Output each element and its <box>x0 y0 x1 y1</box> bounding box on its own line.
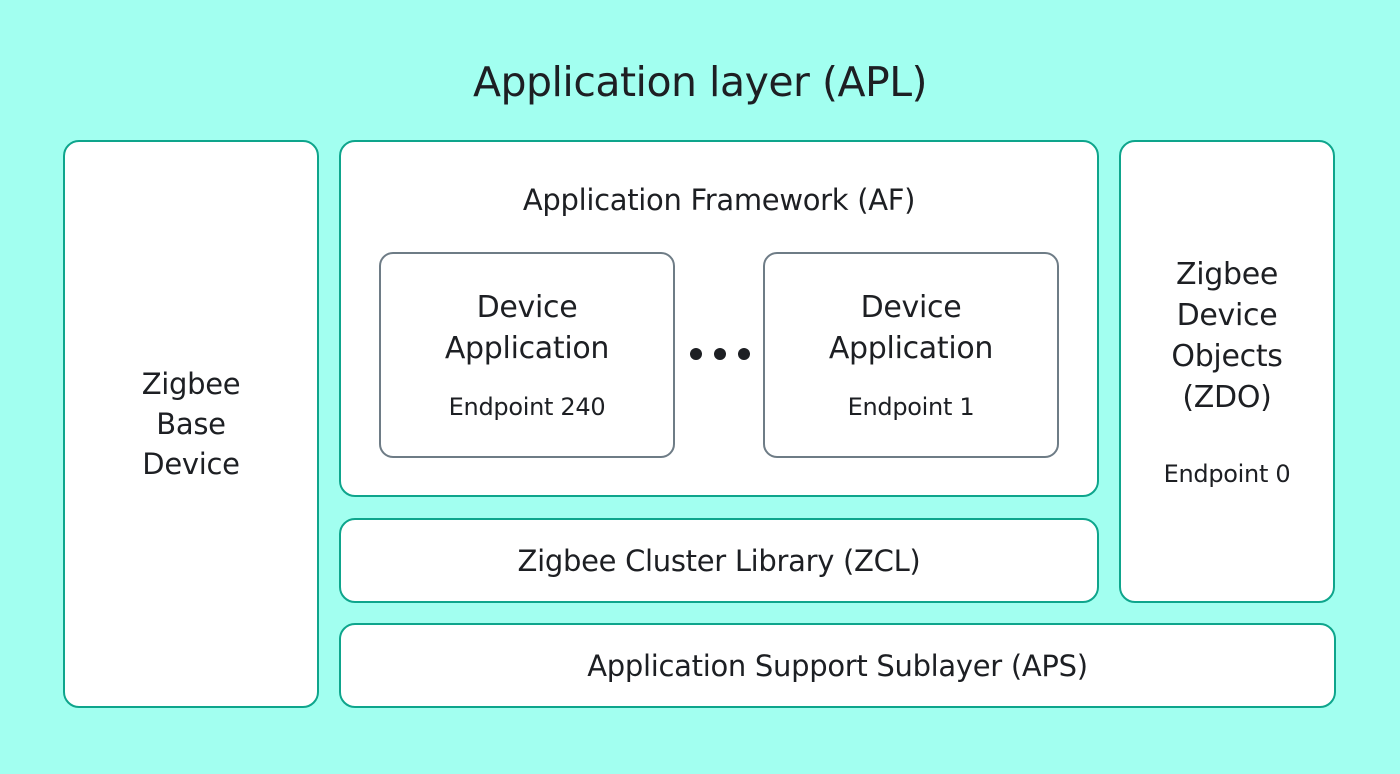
diagram-title: Application layer (APL) <box>472 58 928 106</box>
zbd-line-1: Zigbee <box>141 367 241 401</box>
zdo-line-2: Device <box>1176 297 1278 333</box>
endpoint-label: Endpoint 1 <box>847 393 975 421</box>
device-app-line-2: Application <box>444 331 610 366</box>
zdo-line-4: (ZDO) <box>1182 379 1272 415</box>
zigbee-base-device-box: Zigbee Base Device <box>63 140 319 708</box>
ellipsis-icon <box>690 347 750 361</box>
device-application-endpoint-240: Device Application Endpoint 240 <box>379 252 675 458</box>
endpoint-label: Endpoint 240 <box>448 393 606 421</box>
dot <box>714 348 726 360</box>
zbd-line-2: Base <box>156 407 226 441</box>
dot <box>690 348 702 360</box>
zdo-line-1: Zigbee <box>1175 256 1279 292</box>
zbd-line-3: Device <box>142 447 240 481</box>
zcl-label: Zigbee Cluster Library (ZCL) <box>517 543 921 578</box>
application-support-sublayer-box: Application Support Sublayer (APS) <box>339 623 1336 708</box>
zigbee-cluster-library-box: Zigbee Cluster Library (ZCL) <box>339 518 1099 603</box>
device-app-line-2: Application <box>828 331 994 366</box>
device-app-line-1: Device <box>476 290 578 325</box>
zigbee-device-objects-box: Zigbee Device Objects (ZDO) Endpoint 0 <box>1119 140 1335 603</box>
aps-label: Application Support Sublayer (APS) <box>587 648 1088 683</box>
dot <box>738 348 750 360</box>
device-application-endpoint-1: Device Application Endpoint 1 <box>763 252 1059 458</box>
zdo-line-3: Objects <box>1171 338 1283 374</box>
device-app-line-1: Device <box>860 290 962 325</box>
zdo-endpoint-label: Endpoint 0 <box>1163 459 1291 488</box>
application-framework-title: Application Framework (AF) <box>522 183 916 217</box>
